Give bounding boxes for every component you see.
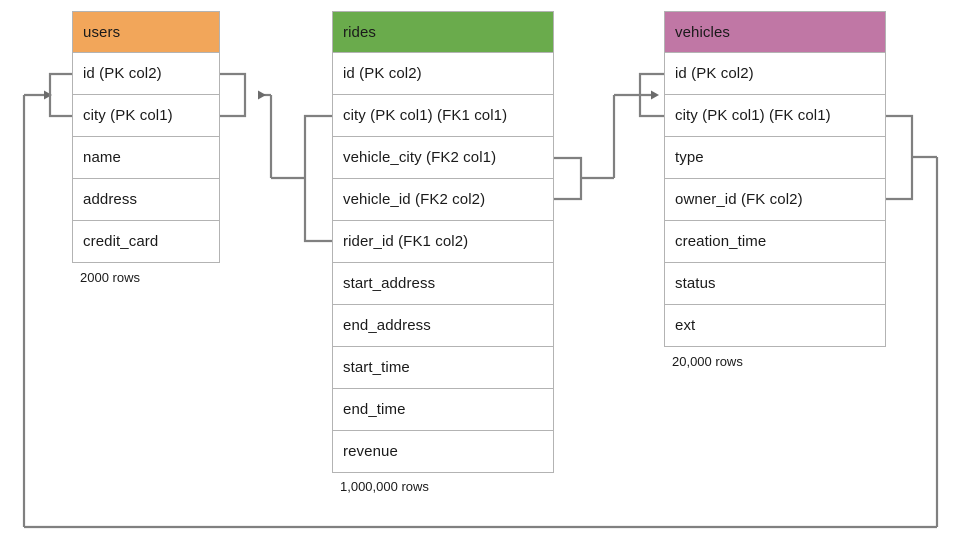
- table-vehicles-row-count: 20,000 rows: [672, 354, 743, 369]
- table-rides-column-start-address[interactable]: start_address: [332, 263, 554, 305]
- table-vehicles-column-ext[interactable]: ext: [664, 305, 886, 347]
- table-vehicles-header: vehicles: [664, 11, 886, 53]
- table-rides-column-id[interactable]: id (PK col2): [332, 53, 554, 95]
- table-users-title: users: [83, 23, 121, 41]
- table-rides-column-revenue[interactable]: revenue: [332, 431, 554, 473]
- table-rides-row-count: 1,000,000 rows: [340, 479, 429, 494]
- column-label: revenue: [343, 443, 398, 460]
- table-rides-column-city[interactable]: city (PK col1) (FK1 col1): [332, 95, 554, 137]
- connector-vehicles-fk-to-users: [22, 72, 939, 529]
- column-label: id (PK col2): [675, 65, 754, 82]
- column-label: city (PK col1): [83, 107, 173, 124]
- table-rides-column-vehicle-city[interactable]: vehicle_city (FK2 col1): [332, 137, 554, 179]
- table-vehicles-column-id[interactable]: id (PK col2): [664, 53, 886, 95]
- table-vehicles-column-creation-time[interactable]: creation_time: [664, 221, 886, 263]
- column-label: status: [675, 275, 716, 292]
- table-vehicles-column-type[interactable]: type: [664, 137, 886, 179]
- column-label: address: [83, 191, 138, 208]
- connector-rides-fk1-to-users: [220, 72, 332, 243]
- column-label: name: [83, 149, 121, 166]
- column-label: ext: [675, 317, 696, 334]
- table-rides-column-rider-id[interactable]: rider_id (FK1 col2): [332, 221, 554, 263]
- table-users-column-city[interactable]: city (PK col1): [72, 95, 220, 137]
- column-label: vehicle_id (FK2 col2): [343, 191, 486, 208]
- column-label: creation_time: [675, 233, 767, 250]
- column-label: start_address: [343, 275, 436, 292]
- table-vehicles-column-owner-id[interactable]: owner_id (FK col2): [664, 179, 886, 221]
- table-rides-header: rides: [332, 11, 554, 53]
- table-users-row-count: 2000 rows: [80, 270, 140, 285]
- table-rides[interactable]: rides id (PK col2) city (PK col1) (FK1 c…: [332, 11, 554, 473]
- column-label: owner_id (FK col2): [675, 191, 803, 208]
- table-users-header: users: [72, 11, 220, 53]
- table-vehicles-column-city[interactable]: city (PK col1) (FK col1): [664, 95, 886, 137]
- table-rides-column-end-address[interactable]: end_address: [332, 305, 554, 347]
- column-label: city (PK col1) (FK1 col1): [343, 107, 508, 124]
- connector-rides-fk2-to-vehicles: [554, 72, 664, 201]
- column-label: city (PK col1) (FK col1): [675, 107, 831, 124]
- table-rides-column-start-time[interactable]: start_time: [332, 347, 554, 389]
- table-rides-column-end-time[interactable]: end_time: [332, 389, 554, 431]
- table-vehicles-title: vehicles: [675, 23, 730, 41]
- table-users-column-credit-card[interactable]: credit_card: [72, 221, 220, 263]
- table-rides-column-vehicle-id[interactable]: vehicle_id (FK2 col2): [332, 179, 554, 221]
- column-label: id (PK col2): [83, 65, 162, 82]
- table-vehicles[interactable]: vehicles id (PK col2) city (PK col1) (FK…: [664, 11, 886, 347]
- table-vehicles-column-status[interactable]: status: [664, 263, 886, 305]
- table-users-column-name[interactable]: name: [72, 137, 220, 179]
- column-label: credit_card: [83, 233, 159, 250]
- column-label: type: [675, 149, 704, 166]
- column-label: end_time: [343, 401, 406, 418]
- table-users[interactable]: users id (PK col2) city (PK col1) name a…: [72, 11, 220, 263]
- column-label: vehicle_city (FK2 col1): [343, 149, 497, 166]
- table-rides-title: rides: [343, 23, 377, 41]
- column-label: rider_id (FK1 col2): [343, 233, 469, 250]
- table-users-column-address[interactable]: address: [72, 179, 220, 221]
- column-label: start_time: [343, 359, 410, 376]
- column-label: end_address: [343, 317, 431, 334]
- column-label: id (PK col2): [343, 65, 422, 82]
- table-users-column-id[interactable]: id (PK col2): [72, 53, 220, 95]
